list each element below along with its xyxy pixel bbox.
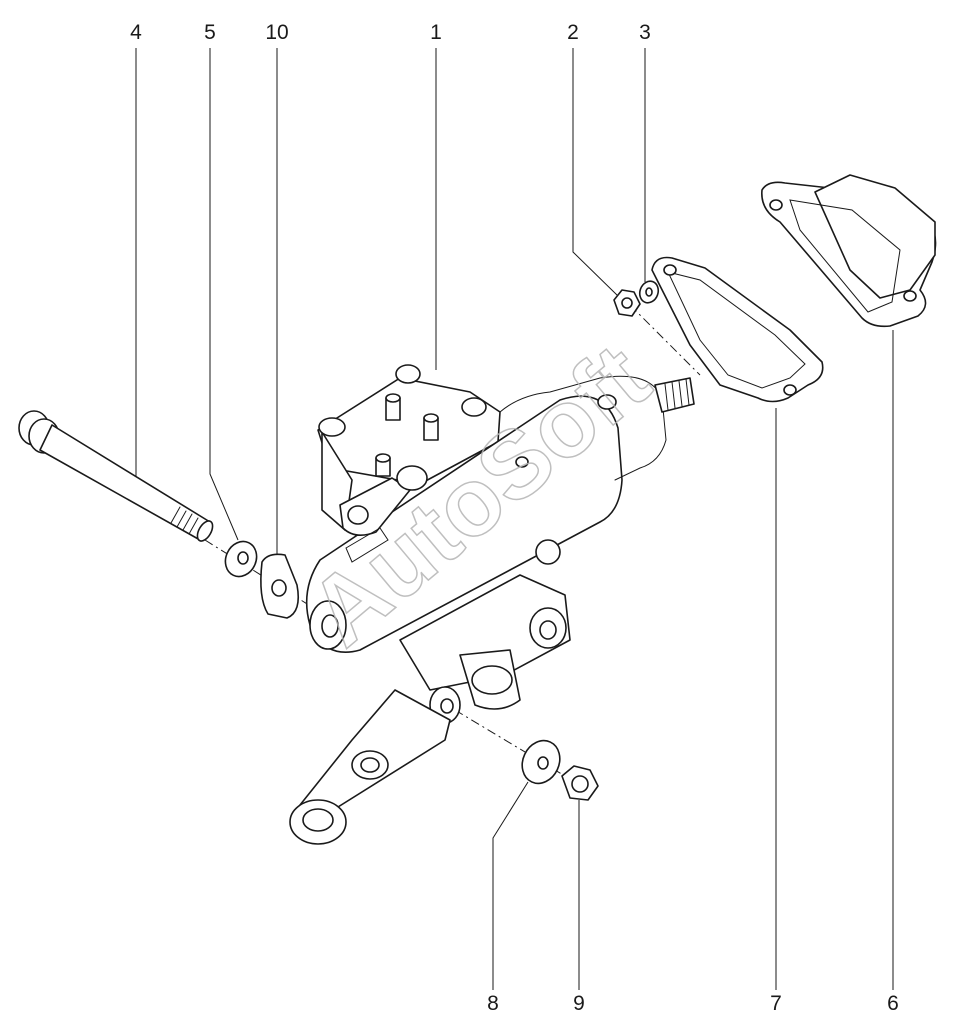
leader-part-2 [572, 48, 619, 297]
label-part-1: 1 [430, 21, 442, 44]
label-part-9: 9 [573, 992, 585, 1015]
assembly-axes [204, 304, 701, 786]
bolt-part-4 [18, 410, 214, 542]
washer-part-5 [224, 540, 258, 578]
leader-lines [135, 48, 894, 990]
label-part-3: 3 [639, 21, 651, 44]
label-part-7: 7 [770, 992, 782, 1015]
plate-part-10 [260, 553, 300, 619]
leader-part-8 [492, 781, 529, 990]
label-part-6: 6 [887, 992, 899, 1015]
axis-cover [629, 304, 701, 376]
axis-bolt [204, 539, 321, 613]
label-part-4: 4 [130, 21, 142, 44]
steering-gear-part-1 [289, 364, 695, 845]
nut-part-9 [561, 765, 599, 801]
part-labels: 4 5 10 1 2 3 8 9 7 6 [130, 21, 899, 1015]
label-part-2: 2 [567, 21, 579, 44]
leader-part-5 [209, 48, 239, 541]
nut-part-2 [613, 289, 641, 317]
cover-part-6 [761, 174, 937, 328]
axis-nut [454, 709, 581, 786]
label-part-10: 10 [265, 21, 288, 44]
label-part-8: 8 [487, 992, 499, 1015]
washer-part-3 [638, 280, 660, 304]
washer-part-8 [521, 739, 561, 785]
gasket-part-7 [651, 256, 824, 403]
label-part-5: 5 [204, 21, 216, 44]
